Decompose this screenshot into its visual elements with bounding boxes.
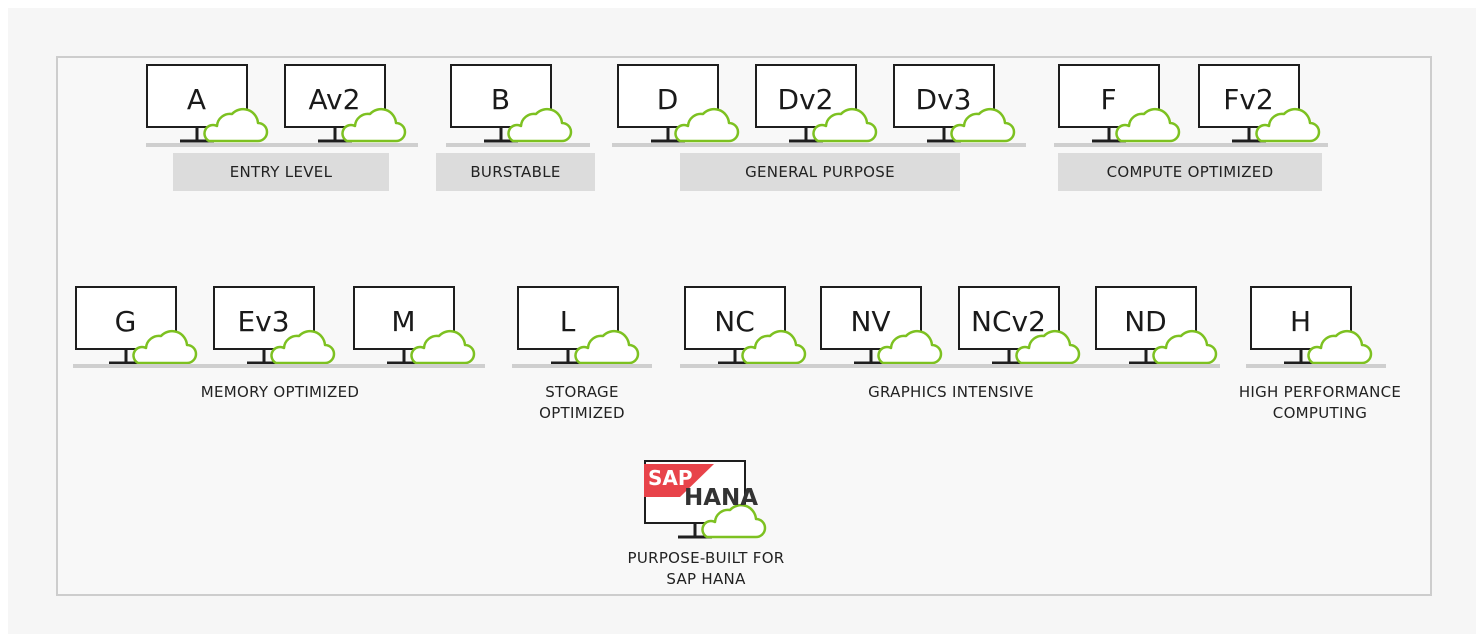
series-label: A bbox=[186, 83, 207, 116]
group-label-compute-optimized: COMPUTE OPTIMIZED bbox=[1058, 153, 1322, 191]
group-label-high-performance-computing: HIGH PERFORMANCE COMPUTING bbox=[1212, 382, 1428, 424]
vm-series-fv2: Fv2 bbox=[1198, 64, 1328, 146]
group-label-sap-hana: PURPOSE-BUILT FOR SAP HANA bbox=[586, 548, 826, 590]
cloud-icon bbox=[1255, 107, 1321, 143]
monitor-icon bbox=[684, 286, 807, 365]
sap-logo-shape bbox=[644, 464, 714, 497]
vm-series-ncv2: NCv2 bbox=[958, 286, 1088, 368]
monitor-icon bbox=[893, 64, 1016, 143]
group-label-memory-optimized: MEMORY OPTIMIZED bbox=[150, 382, 410, 403]
vm-series-ev3: Ev3 bbox=[213, 286, 343, 368]
cloud-icon bbox=[203, 107, 269, 143]
caption-line: PURPOSE-BUILT FOR bbox=[627, 549, 785, 567]
caption-line: STORAGE bbox=[545, 383, 619, 401]
series-label: L bbox=[559, 305, 576, 338]
shelf bbox=[1054, 143, 1328, 147]
series-label: G bbox=[114, 305, 137, 338]
caption-line: SAP HANA bbox=[666, 570, 746, 588]
cloud-icon bbox=[270, 329, 336, 365]
vm-series-h: H bbox=[1250, 286, 1380, 368]
monitor-icon bbox=[1058, 64, 1181, 143]
cloud-icon bbox=[701, 503, 767, 539]
vm-series-nc: NC bbox=[684, 286, 814, 368]
cloud-icon bbox=[950, 107, 1016, 143]
monitor-icon bbox=[450, 64, 573, 143]
monitor-icon bbox=[1095, 286, 1218, 365]
cloud-icon bbox=[812, 107, 878, 143]
vm-series-f: F bbox=[1058, 64, 1188, 146]
shelf bbox=[680, 364, 1220, 368]
cloud-icon bbox=[507, 107, 573, 143]
series-label: ND bbox=[1124, 305, 1167, 338]
cloud-icon bbox=[1015, 329, 1081, 365]
caption-line: GRAPHICS INTENSIVE bbox=[868, 383, 1034, 401]
vm-series-av2: Av2 bbox=[284, 64, 414, 146]
group-label-storage-optimized: STORAGE OPTIMIZED bbox=[502, 382, 662, 424]
shelf bbox=[73, 364, 485, 368]
vm-series-d: D bbox=[617, 64, 747, 146]
cloud-icon bbox=[132, 329, 198, 365]
vm-series-dv2: Dv2 bbox=[755, 64, 885, 146]
cloud-icon bbox=[1115, 107, 1181, 143]
monitor-icon bbox=[1250, 286, 1373, 365]
vm-series-a: A bbox=[146, 64, 276, 146]
shelf bbox=[446, 143, 590, 147]
shelf bbox=[512, 364, 652, 368]
series-label: Dv2 bbox=[777, 83, 834, 116]
series-label: Fv2 bbox=[1223, 83, 1274, 116]
series-label: H bbox=[1289, 305, 1312, 338]
series-label: B bbox=[490, 83, 511, 116]
group-label-graphics-intensive: GRAPHICS INTENSIVE bbox=[820, 382, 1082, 403]
monitor-icon bbox=[617, 64, 740, 143]
cloud-icon bbox=[674, 107, 740, 143]
vm-series-l: L bbox=[517, 286, 647, 368]
caption-line: OPTIMIZED bbox=[539, 404, 625, 422]
vm-series-m: M bbox=[353, 286, 483, 368]
series-label: Dv3 bbox=[915, 83, 972, 116]
monitor-icon bbox=[353, 286, 476, 365]
shelf bbox=[612, 143, 1026, 147]
monitor-icon bbox=[284, 64, 407, 143]
cloud-icon bbox=[341, 107, 407, 143]
group-label-entry-level: ENTRY LEVEL bbox=[173, 153, 389, 191]
series-label: NV bbox=[850, 305, 891, 338]
group-label-burstable: BURSTABLE bbox=[436, 153, 595, 191]
monitor-icon bbox=[146, 64, 269, 143]
series-label: Ev3 bbox=[237, 305, 290, 338]
series-label: M bbox=[391, 305, 416, 338]
cloud-icon bbox=[741, 329, 807, 365]
vm-series-nv: NV bbox=[820, 286, 950, 368]
shelf bbox=[146, 143, 418, 147]
vm-series-nd: ND bbox=[1095, 286, 1225, 368]
vm-series-g: G bbox=[75, 286, 205, 368]
caption-line: HIGH PERFORMANCE bbox=[1238, 383, 1402, 401]
monitor-icon bbox=[755, 64, 878, 143]
monitor-icon bbox=[213, 286, 336, 365]
shelf bbox=[1246, 364, 1386, 368]
vm-series-b: B bbox=[450, 64, 580, 146]
series-label: NCv2 bbox=[971, 305, 1046, 338]
series-label: NC bbox=[714, 305, 755, 338]
sap-logo: SAP bbox=[644, 464, 714, 497]
series-label: D bbox=[656, 83, 679, 116]
series-label: F bbox=[1100, 83, 1117, 116]
caption-line: MEMORY OPTIMIZED bbox=[200, 383, 360, 401]
cloud-icon bbox=[410, 329, 476, 365]
hana-label: HANA bbox=[684, 485, 759, 511]
monitor-icon bbox=[517, 286, 640, 365]
monitor-icon bbox=[1198, 64, 1321, 143]
caption-line: COMPUTING bbox=[1272, 404, 1368, 422]
cloud-icon bbox=[1152, 329, 1218, 365]
monitor-icon bbox=[75, 286, 198, 365]
monitor-icon bbox=[958, 286, 1081, 365]
cloud-icon bbox=[1307, 329, 1373, 365]
sap-logo-text: SAP bbox=[648, 466, 693, 490]
vm-series-dv3: Dv3 bbox=[893, 64, 1023, 146]
cloud-icon bbox=[574, 329, 640, 365]
cloud-icon bbox=[877, 329, 943, 365]
monitor-icon bbox=[820, 286, 943, 365]
series-label: Av2 bbox=[308, 83, 361, 116]
group-label-general-purpose: GENERAL PURPOSE bbox=[680, 153, 960, 191]
